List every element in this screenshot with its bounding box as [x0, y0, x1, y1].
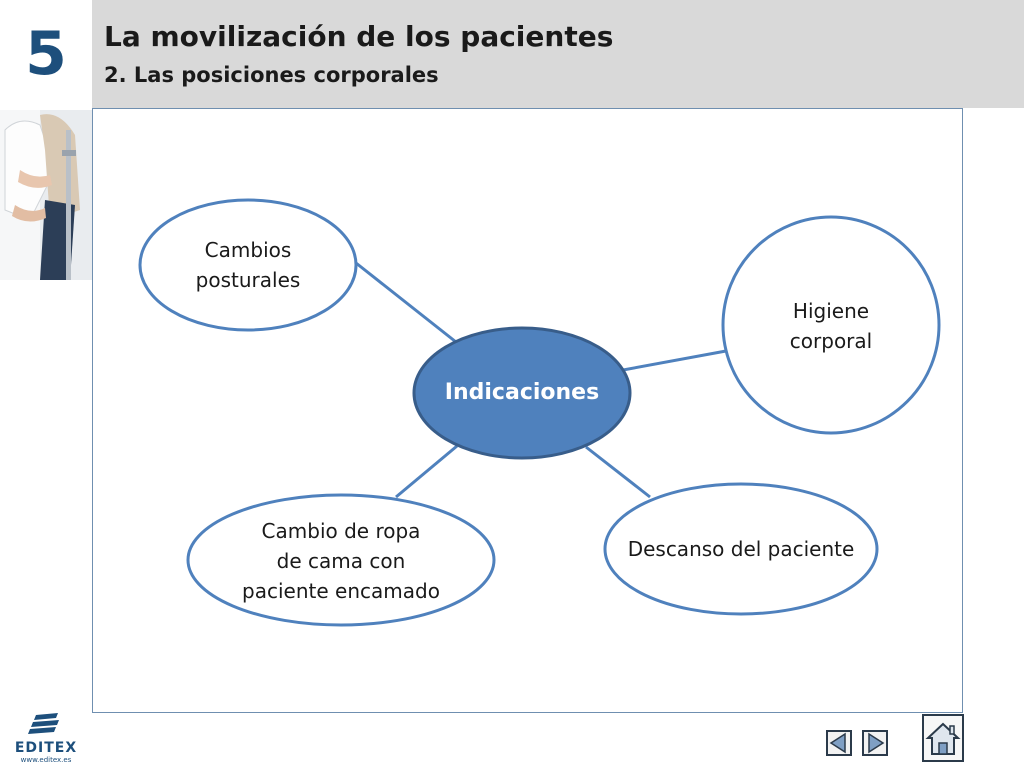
node-cambios-label: Cambios posturales: [196, 235, 301, 295]
next-button[interactable]: [862, 730, 888, 756]
node-cambios-line-2: posturales: [195, 268, 301, 292]
home-button[interactable]: [922, 714, 964, 762]
connector-ropa: [395, 444, 458, 499]
photo-illustration: [0, 110, 92, 280]
chapter-number-box: 5: [0, 0, 92, 108]
node-higiene-label: Higiene corporal: [790, 296, 872, 356]
next-arrow-icon: [868, 732, 885, 754]
editex-logo: EDITEX www.editex.es: [14, 712, 78, 764]
editex-logo-text: EDITEX: [14, 740, 78, 756]
node-ropa-label: Cambio de ropa de cama con paciente enca…: [242, 516, 440, 606]
connector-cambios: [355, 261, 457, 344]
node-ropa-line-2: de cama con: [276, 549, 406, 573]
node-ropa-line-3: paciente encamado: [242, 579, 440, 603]
node-descanso-label: Descanso del paciente: [628, 534, 855, 564]
header-bar: La movilización de los pacientes 2. Las …: [92, 0, 1024, 108]
connector-descanso: [585, 445, 651, 499]
nurse-patient-photo: [0, 110, 92, 280]
node-cambios-shape: [138, 198, 358, 332]
connector-higiene: [622, 349, 727, 372]
node-center-shape: [412, 326, 632, 460]
node-descanso-shape: [603, 482, 879, 616]
chapter-number: 5: [25, 19, 67, 89]
node-ropa-line-1: Cambio de ropa: [261, 519, 421, 543]
node-center-label: Indicaciones: [444, 380, 600, 405]
previous-arrow-icon: [829, 732, 846, 754]
node-higiene-shape: [721, 215, 941, 435]
node-cambios-line-1: Cambios: [204, 238, 292, 262]
editex-logo-icon: [28, 713, 59, 734]
page-subtitle: 2. Las posiciones corporales: [104, 63, 439, 87]
previous-button[interactable]: [826, 730, 852, 756]
node-higiene-line-2: corporal: [789, 329, 873, 353]
node-descanso-line-1: Descanso del paciente: [627, 537, 855, 561]
node-higiene-line-1: Higiene: [792, 299, 870, 323]
page-title: La movilización de los pacientes: [104, 20, 614, 53]
home-icon: [925, 722, 961, 755]
editex-logo-url: www.editex.es: [20, 756, 72, 764]
node-ropa-shape: [186, 493, 496, 627]
